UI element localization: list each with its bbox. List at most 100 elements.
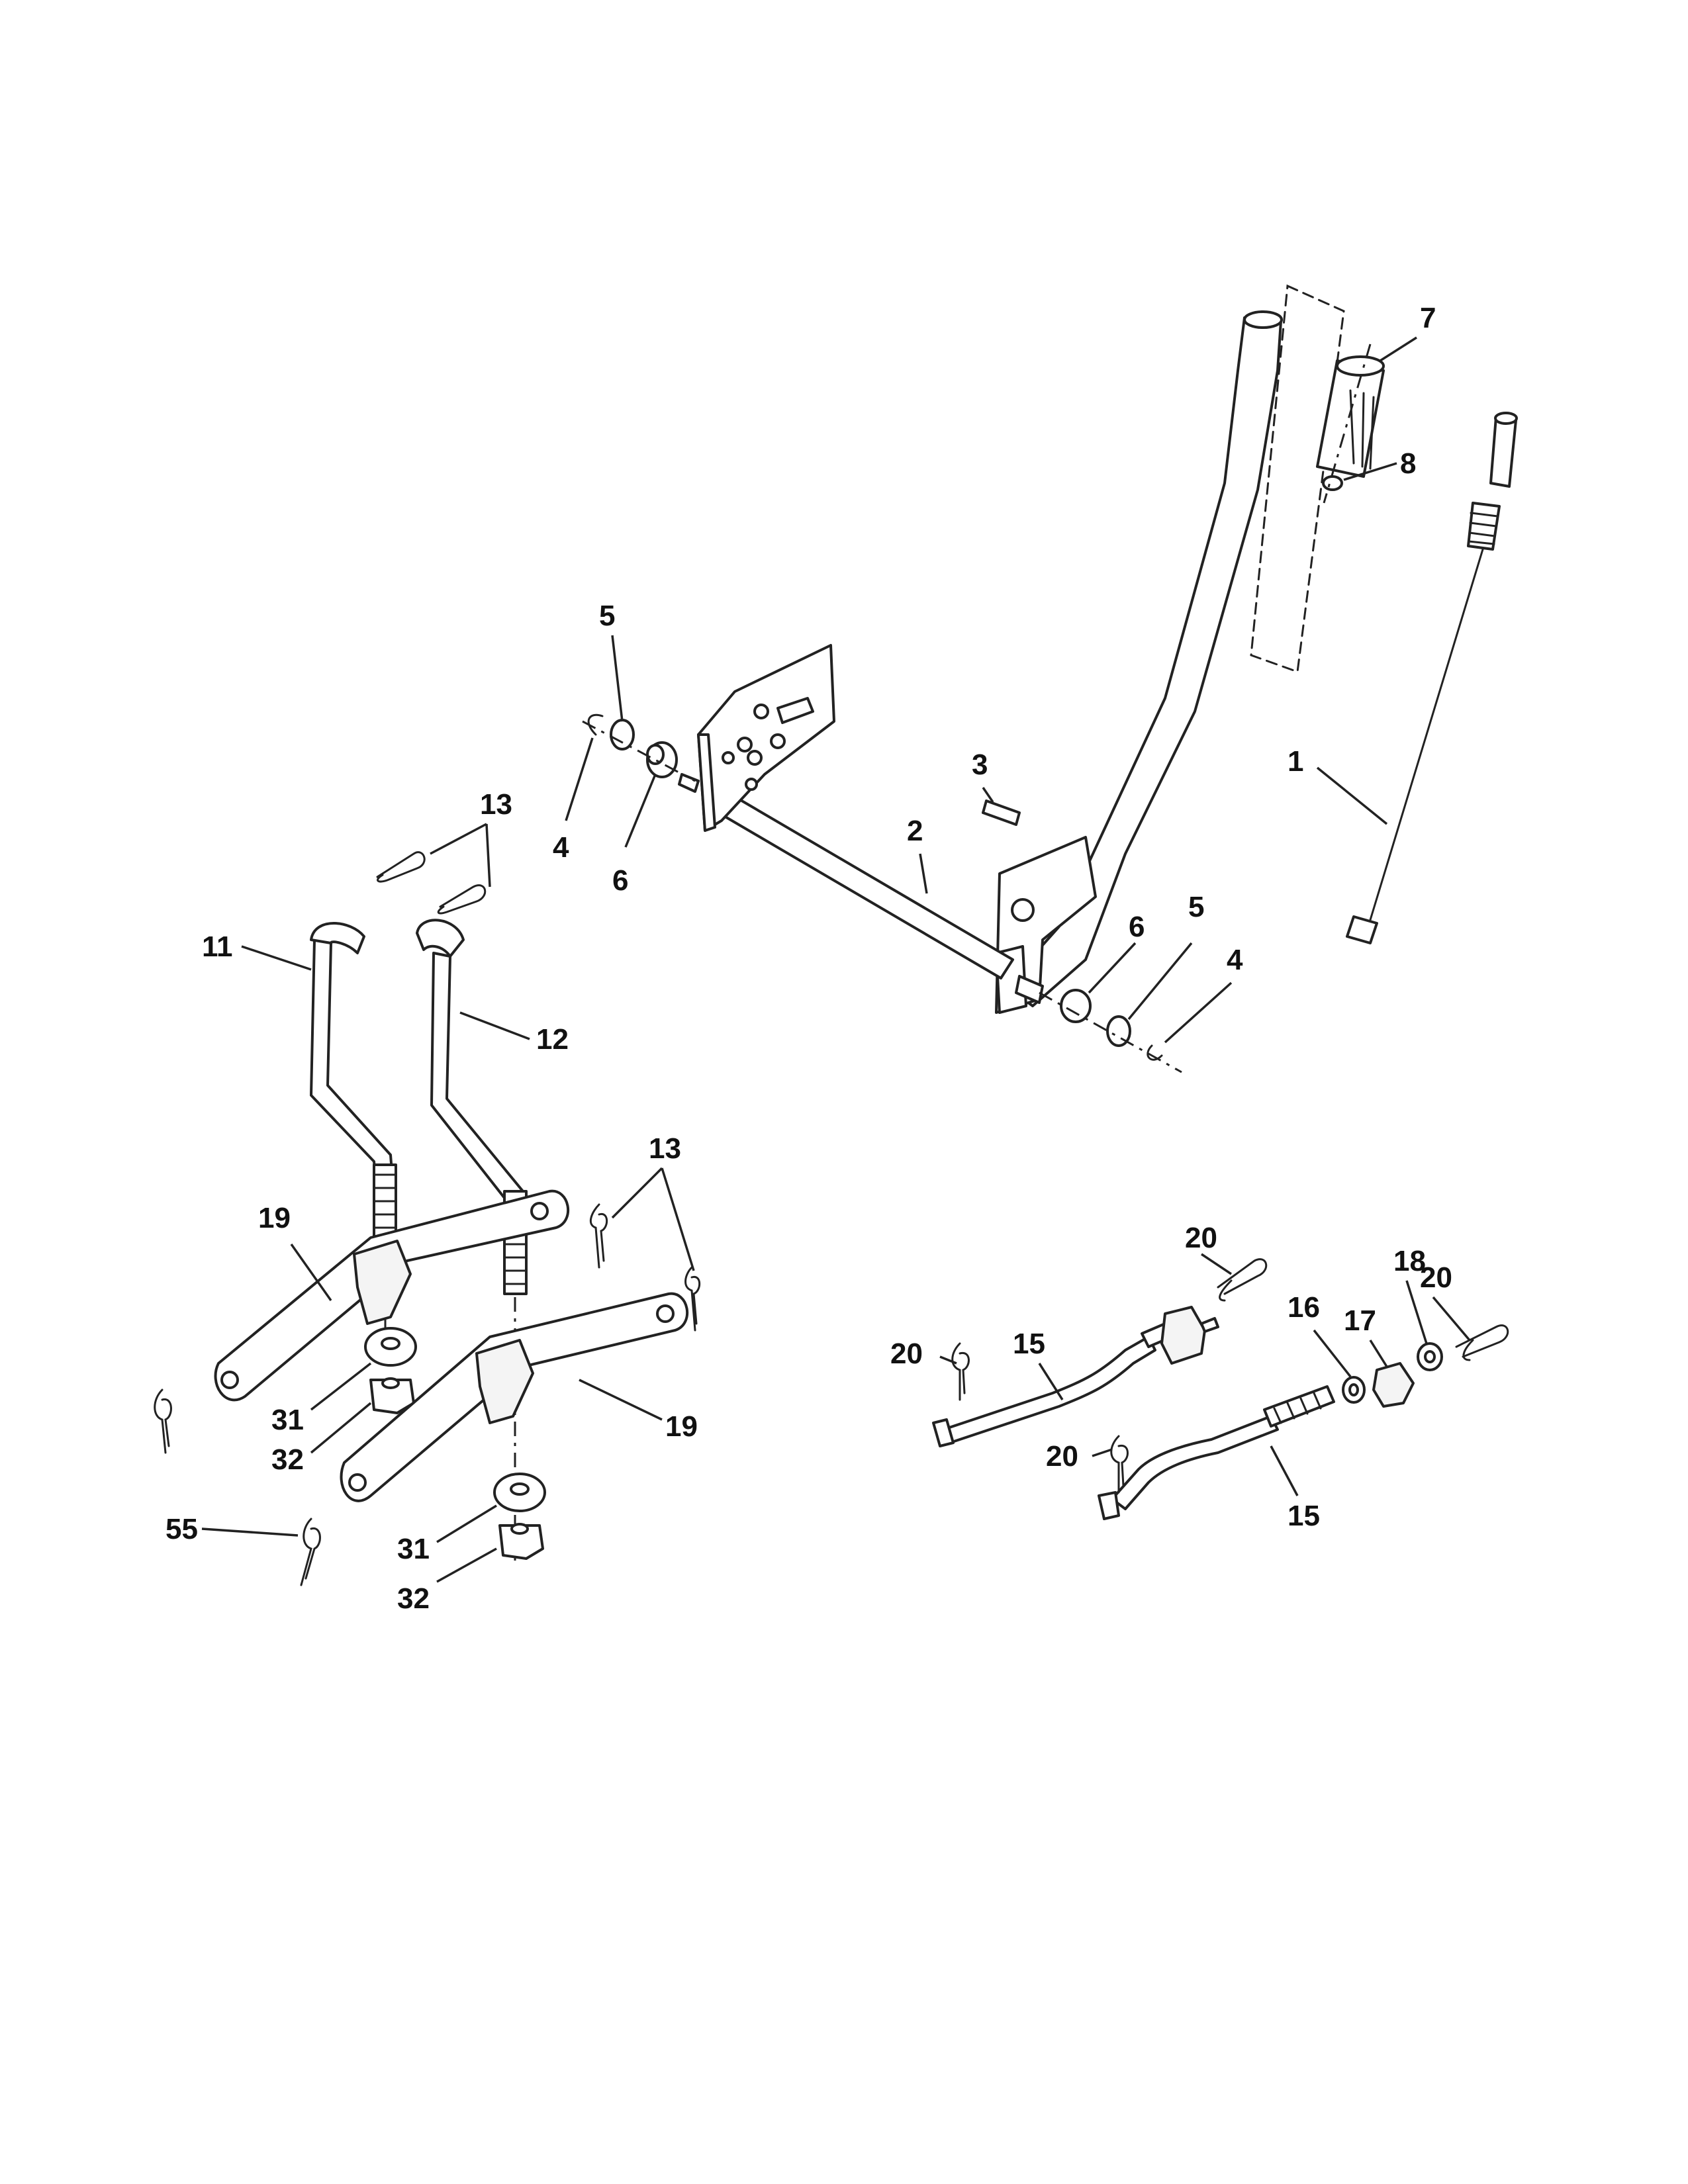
leader-55: [201, 1527, 299, 1537]
leader-20c: [939, 1355, 957, 1365]
rod-15-lower-end: [1098, 1491, 1120, 1520]
callout-16: 16: [1288, 1291, 1320, 1324]
rod-15-upper-end: [932, 1418, 955, 1447]
bracket-hole: [1011, 898, 1035, 922]
leader-31a: [310, 1362, 372, 1411]
hairpin-13: [589, 1203, 608, 1269]
trunnion-17: [1372, 1362, 1415, 1408]
callout-5: 5: [1188, 891, 1204, 923]
nut-32-lower: [498, 1524, 544, 1560]
leader-13a: [430, 823, 491, 887]
mounting-plate-edge: [697, 733, 716, 832]
hairpin-20: [1110, 1435, 1129, 1494]
leader-19a: [290, 1243, 332, 1302]
hairpin-55: [300, 1518, 321, 1586]
callout-13: 13: [649, 1132, 681, 1165]
hairpin-20: [1217, 1258, 1268, 1302]
callout-17: 17: [1344, 1304, 1376, 1337]
hairpin-20: [951, 1342, 970, 1401]
leader-1: [1316, 766, 1388, 825]
cable-spring-coils: [1468, 512, 1499, 545]
callout-20: 20: [1420, 1261, 1452, 1294]
grip-insert: [1322, 475, 1343, 491]
washer-left: [610, 719, 635, 751]
callout-15: 15: [1013, 1328, 1045, 1360]
leader-17: [1369, 1340, 1388, 1367]
lift-arm-upper: [214, 1189, 569, 1402]
callout-18: 18: [1393, 1245, 1426, 1277]
lever-extension-phantom: [1250, 284, 1345, 674]
leader-6a: [624, 774, 657, 848]
callout-32: 32: [397, 1582, 430, 1615]
lift-arm-upper-crimp: [353, 1240, 412, 1325]
callout-8: 8: [1400, 447, 1416, 480]
plate-slot: [776, 697, 814, 724]
callout-6: 6: [1129, 911, 1145, 943]
leader-4b: [1164, 981, 1233, 1044]
adjust-rod-15-lower: [1111, 1415, 1279, 1510]
arm-hole: [656, 1304, 675, 1323]
leader-11: [241, 945, 312, 971]
callout-20: 20: [1185, 1222, 1217, 1254]
callout-7: 7: [1420, 302, 1436, 334]
callout-32: 32: [271, 1443, 304, 1476]
plate-hole: [747, 750, 763, 766]
callout-2: 2: [907, 815, 923, 847]
lift-shaft: [710, 790, 1014, 979]
rod-15-lower-thread: [1263, 1385, 1335, 1428]
leader-5a: [611, 635, 624, 722]
callout-55: 55: [165, 1513, 198, 1545]
shaft-left-centerline: [582, 720, 696, 782]
washer-right: [1106, 1015, 1131, 1047]
trunnion-block: [1160, 1306, 1206, 1365]
leader-19b: [579, 1379, 663, 1421]
leader-4a: [565, 737, 594, 821]
grip-centerline: [1323, 343, 1372, 504]
callout-4: 4: [1227, 944, 1243, 976]
leader-3: [982, 787, 994, 803]
leader-15b: [1270, 1445, 1299, 1496]
callout-11: 11: [202, 931, 233, 963]
link-rod-12-hook: [416, 919, 465, 958]
callout-15: 15: [1288, 1500, 1320, 1532]
lift-arm-lower-crimp: [475, 1339, 534, 1424]
shaft-right-centerline: [1039, 991, 1182, 1073]
callout-20: 20: [1046, 1440, 1078, 1473]
mounting-plate: [697, 644, 835, 832]
leader-16: [1313, 1329, 1352, 1378]
spacer-31-upper-hole: [381, 1337, 400, 1350]
callout-4: 4: [553, 831, 569, 864]
leader-20a: [1201, 1253, 1232, 1275]
cable-wire: [1369, 548, 1484, 921]
callout-19: 19: [258, 1202, 291, 1234]
spacer-31-lower-hole: [510, 1482, 530, 1496]
bushing-right: [1060, 989, 1092, 1023]
nut-32-upper-hole: [381, 1377, 400, 1389]
leader-5b: [1127, 942, 1193, 1021]
leader-20d: [1092, 1448, 1113, 1457]
link-rod-12: [430, 952, 524, 1232]
hairpin-13: [437, 884, 487, 915]
hairpin-55: [154, 1388, 172, 1454]
callout-20: 20: [890, 1338, 923, 1370]
roll-pin: [982, 799, 1021, 826]
leader-32a: [310, 1402, 372, 1454]
cable-rod-top: [1494, 412, 1518, 425]
callout-12: 12: [536, 1023, 569, 1056]
hairpin-13: [376, 851, 426, 883]
nut-32-lower-hole: [510, 1523, 529, 1535]
eclip-right: [1147, 1044, 1163, 1061]
leader-2: [919, 853, 928, 894]
washer-16-hole: [1348, 1383, 1359, 1396]
lift-arm-lower: [340, 1292, 688, 1502]
leader-32b: [436, 1547, 497, 1583]
callout-1: 1: [1288, 745, 1303, 778]
callout-31: 31: [397, 1533, 430, 1565]
thread-lines: [373, 1173, 397, 1242]
leader-18: [1405, 1280, 1428, 1344]
shaft-left-pin: [678, 773, 700, 793]
callout-19: 19: [665, 1410, 698, 1443]
plate-hole: [753, 704, 769, 719]
grip-ridges: [1349, 389, 1375, 470]
